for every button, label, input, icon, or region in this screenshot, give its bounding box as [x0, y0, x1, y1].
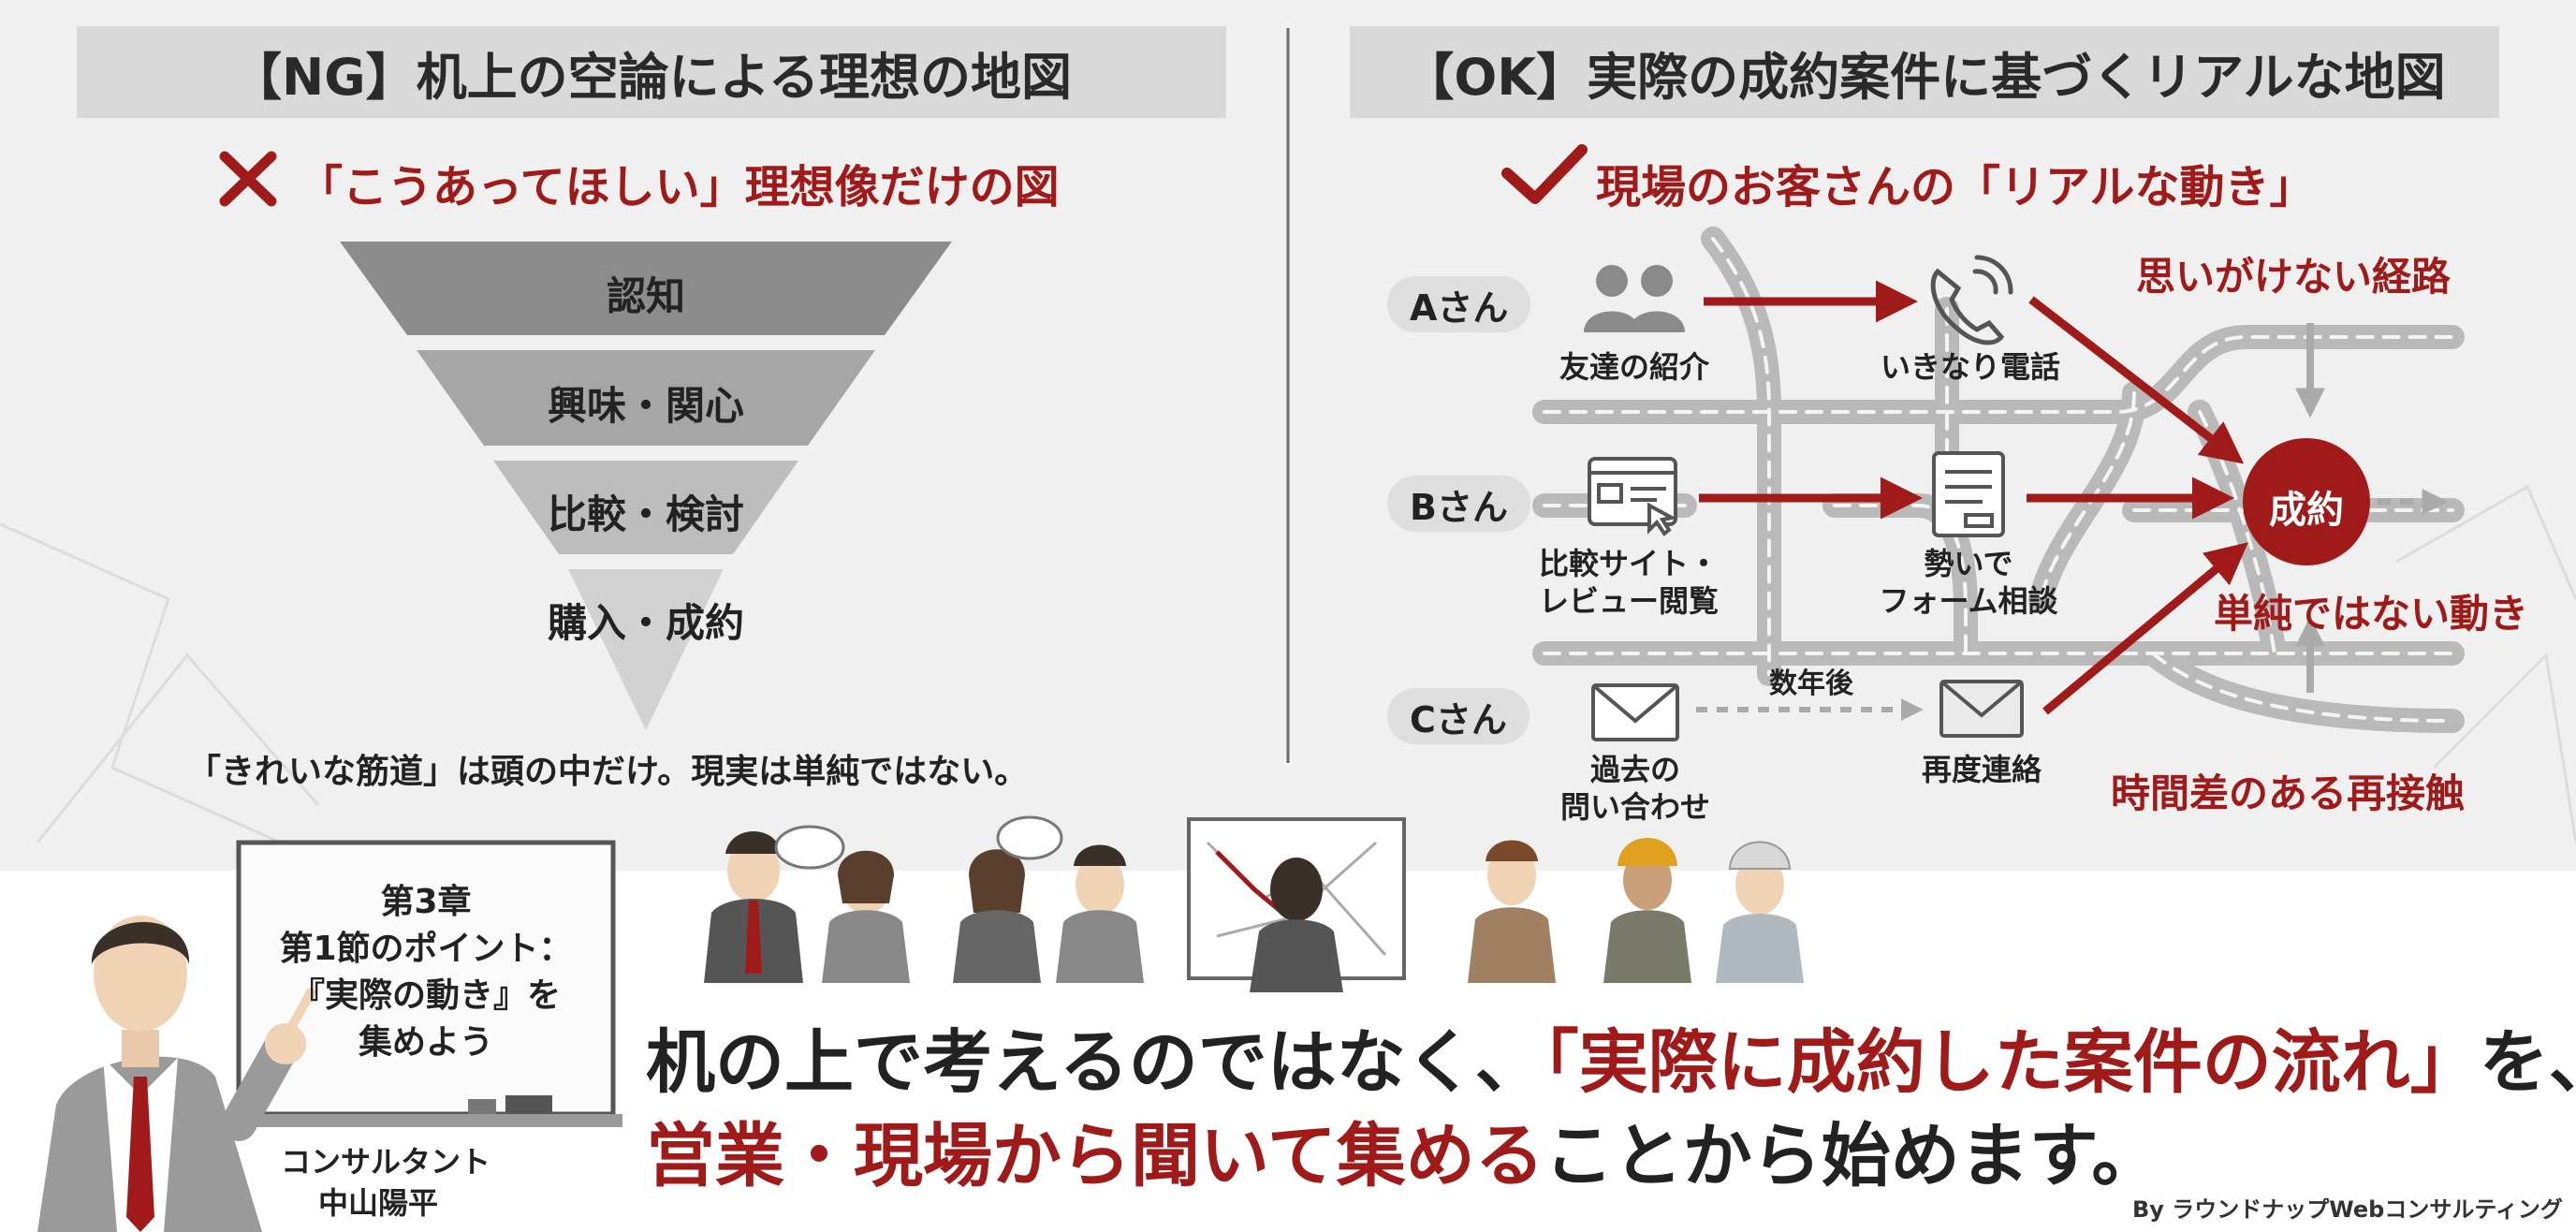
person-badge-c: Cさん	[1387, 688, 1530, 744]
whiteboard-text: 第3章 第1節のポイント： 『実際の動き』を 集めよう	[239, 880, 613, 1105]
note-unexpected-route: 思いがけない経路	[2136, 254, 2452, 300]
board-line-section: 第1節のポイント：	[279, 930, 573, 968]
goal-label: 成約	[2269, 489, 2344, 532]
gap-label-years-later: 数年後	[1769, 667, 1853, 700]
note-not-simple: 単純ではない動き	[2214, 591, 2529, 637]
funnel-stage-4	[568, 569, 724, 730]
node-label-comparison-site: 比較サイト・ レビュー閲覧	[1538, 546, 1720, 619]
consultant-title: コンサルタント	[281, 1144, 491, 1180]
form-icon	[1932, 451, 2005, 537]
phone-icon	[1930, 255, 2013, 345]
node-label-sudden-call: いきなり電話	[1880, 349, 2061, 385]
arrow-a2-goal	[2028, 296, 2245, 464]
note-time-gap: 時間差のある再接触	[2111, 770, 2466, 816]
person-badge-a: Aさん	[1387, 276, 1531, 332]
consultant-illustration	[37, 916, 315, 1232]
message-1b: 「実際に成約した案件の流れ」	[1544, 1022, 2480, 1103]
decorative-lines	[0, 484, 2576, 844]
node-label-recontact: 再度連絡	[1921, 752, 2042, 787]
board-line-collect: 集めよう	[358, 1023, 493, 1062]
envelope-icon	[1591, 683, 1679, 741]
goal-circle	[2243, 438, 2370, 565]
funnel-label-interest: 興味・関心	[547, 383, 745, 429]
check-mark-icon	[1501, 144, 1588, 204]
node-label-friend-referral: 友達の紹介	[1559, 349, 1710, 385]
browser-review-icon	[1588, 457, 1677, 536]
message-1a: 机の上で考えるのではなく、	[646, 1022, 1544, 1103]
arrow-c2-goal	[2042, 542, 2248, 715]
board-line-point: 『実際の動き』を	[290, 976, 561, 1015]
whiteboard	[229, 840, 622, 1127]
ok-header-text: 【OK】実際の成約案件に基づくリアルな地図	[1403, 47, 2446, 107]
board-line-chapter: 第3章	[380, 883, 472, 921]
ng-header: 【NG】机上の空論による理想の地図	[77, 26, 1226, 118]
ok-header: 【OK】実際の成約案件に基づくリアルな地図	[1350, 26, 2499, 118]
node-label-past-inquiry: 過去の 問い合わせ	[1559, 752, 1711, 825]
message-line-2: 営業・現場から聞いて集めることから始めます。	[646, 1100, 2160, 1200]
credit-text: By ラウンドナップWebコンサルティング	[2132, 1196, 2563, 1223]
field-workers-illustration	[1468, 838, 1804, 983]
business-people-illustration	[704, 825, 910, 983]
funnel-label-awareness: 認知	[606, 273, 686, 319]
ng-note: 「きれいな筋道」は頭の中だけ。現実は単純ではない。	[187, 753, 1029, 791]
message-2b: ことから始めます。	[1544, 1116, 2161, 1196]
funnel-stage-3	[493, 461, 798, 554]
meeting-people-illustration	[953, 815, 1144, 983]
ok-subtitle: 現場のお客さんの「リアルな動き」	[1596, 161, 2315, 213]
message-1c: を、	[2479, 1022, 2576, 1103]
funnel-stage-1	[340, 242, 952, 335]
message-2a: 営業・現場から聞いて集める	[646, 1116, 1544, 1196]
x-mark-icon	[219, 151, 277, 207]
node-label-form-consultation: 勢いで フォーム相談	[1879, 546, 2058, 619]
funnel-stage-2	[417, 350, 875, 446]
person-badge-b: Bさん	[1387, 476, 1530, 532]
ng-subtitle: 「こうあってほしい」理想像だけの図	[298, 161, 1060, 213]
map-board-presenter-illustration	[1187, 817, 1406, 992]
envelope-icon	[1939, 680, 2024, 738]
message-line-1: 机の上で考えるのではなく、「実際に成約した案件の流れ」を、	[646, 1006, 2576, 1107]
flow-arrows	[1699, 280, 2248, 715]
funnel-label-purchase: 購入・成約	[547, 600, 745, 646]
funnel-label-comparison: 比較・検討	[547, 491, 745, 537]
ng-header-text: 【NG】机上の空論による理想の地図	[231, 47, 1072, 107]
road-network	[1532, 227, 2465, 733]
consultant-name: 中山陽平	[318, 1185, 439, 1221]
people-icon	[1584, 265, 1685, 332]
